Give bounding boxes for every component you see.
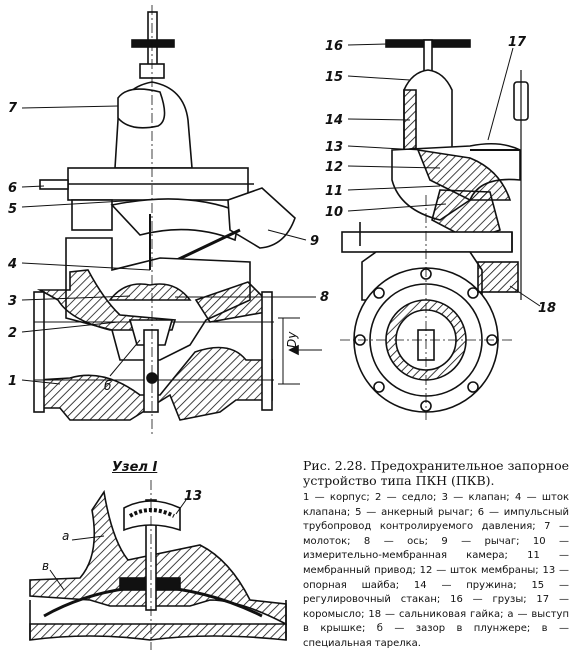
main-leader-lines — [21, 105, 316, 385]
side-leader-lines — [347, 43, 541, 307]
dimension-label: Dу — [285, 331, 299, 348]
callout-11: 11 — [325, 184, 343, 199]
main-callouts: 7 6 5 4 3 2 1 8 9 б Dу — [7, 101, 329, 393]
callout-13-detail: 13 — [184, 489, 202, 504]
side-view — [340, 39, 529, 420]
node-detail-view — [29, 480, 287, 650]
callout-16: 16 — [325, 39, 343, 54]
callout-2: 2 — [8, 326, 17, 341]
callout-v: в — [42, 559, 49, 573]
callout-12: 12 — [325, 160, 343, 175]
figure-caption: Рис. 2.28. Предохранительное запорное ус… — [303, 458, 569, 652]
callout-13: 13 — [325, 140, 343, 155]
node-callouts: а в 13 — [42, 489, 202, 573]
callout-4: 4 — [7, 257, 17, 272]
callout-7: 7 — [8, 101, 18, 116]
caption-title: Рис. 2.28. Предохранительное запорное ус… — [303, 458, 569, 488]
callout-15: 15 — [325, 70, 343, 85]
callout-10: 10 — [325, 205, 343, 220]
callout-17: 17 — [508, 35, 527, 50]
callout-b-gap: б — [104, 379, 112, 393]
callout-18: 18 — [538, 301, 556, 316]
callout-a: а — [62, 529, 69, 543]
callout-6: 6 — [8, 181, 17, 196]
callout-3: 3 — [8, 294, 17, 309]
front-section-view — [33, 5, 322, 435]
node-title: Узел I — [112, 460, 158, 475]
callout-1: 1 — [8, 374, 17, 389]
side-callouts: 16 15 14 13 12 11 10 17 18 — [325, 35, 556, 316]
node-leader-lines — [49, 499, 187, 591]
callout-5: 5 — [8, 202, 17, 217]
callout-8: 8 — [320, 290, 329, 305]
caption-legend: 1 — корпус; 2 — седло; 3 — клапан; 4 — ш… — [303, 492, 569, 649]
callout-9: 9 — [310, 234, 319, 249]
callout-14: 14 — [325, 113, 343, 128]
